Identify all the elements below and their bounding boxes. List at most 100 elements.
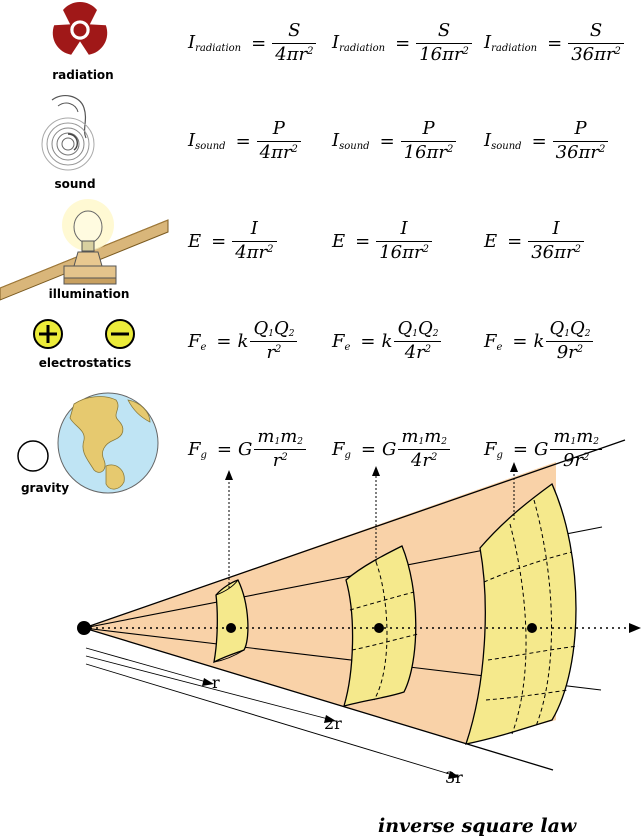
distance-label-r: r [212,673,220,692]
distance-arrow-3r [85,663,460,779]
equation-lhs: Isound [188,130,226,153]
denominator: r2 [272,450,288,472]
row-label-sound: sound [54,177,96,191]
numerator: Q1Q2 [397,318,439,339]
numerator: P [272,118,285,139]
equation-fraction: m1m2 4r2 [398,426,451,472]
numerator: Q1Q2 [253,318,295,339]
equation-lhs: Iradiation [332,32,386,55]
denominator: 16πr2 [403,141,454,163]
equation-constant: G [382,439,397,461]
equation-lhs: Isound [332,130,370,153]
numerator: I [400,218,408,239]
numerator: S [288,20,301,41]
charge-plus-minus-icon [33,319,135,349]
numerator: I [250,218,258,239]
distance-arrow-2r [85,655,336,723]
equation-lhs: Fe [484,330,503,353]
denominator: 4πr2 [259,141,298,163]
equation-constant: k [533,331,545,353]
numerator: Q1Q2 [549,318,591,339]
equation-constant: k [381,331,393,353]
numerator: I [552,218,560,239]
surface-r [213,579,249,664]
row-label-radiation: radiation [52,68,114,82]
numerator: P [422,118,435,139]
earth-globe-icon [57,392,159,494]
source-point [77,621,91,635]
ear-sound-waves-icon [41,94,95,171]
row-label-gravity: gravity [20,481,70,495]
moon-circle-icon [17,440,49,472]
equation-lhs: E [484,230,498,252]
denominator: 4πr2 [235,241,274,263]
denominator: 9r2 [556,342,584,364]
equation-lhs: Fe [332,330,351,353]
distance-label-3r: 3r [445,768,463,787]
surface-3r [465,483,579,745]
equation-constant: k [237,331,249,353]
denominator: 4πr2 [275,43,314,65]
numerator: P [574,118,587,139]
denominator: 36πr2 [571,43,621,65]
normal-arrow-r [225,470,233,588]
axis-arrowhead [629,623,641,633]
equation-fraction: Q1Q2 9r2 [546,318,594,364]
numerator: S [437,20,451,41]
denominator: r2 [266,342,282,364]
equation-lhs: E [332,230,346,252]
equation-fraction: m1m2 r2 [254,426,307,472]
distance-label-2r: 2r [324,714,342,733]
normal-arrow-3r [510,462,518,520]
numerator: S [589,20,603,41]
denominator: 36πr2 [531,241,581,263]
equation-fraction: Q1Q2 r2 [250,318,298,364]
equation-lhs: Fg [188,438,207,461]
equation-constant: G [534,439,549,461]
equation-lhs: E [188,230,202,252]
equation-lhs: Fe [188,330,207,353]
denominator: 16πr2 [379,241,429,263]
equation-constant: G [238,439,253,461]
numerator: m1m2 [401,426,448,447]
diagram-title: inverse square law [378,815,577,837]
distance-arrow-r [85,647,214,686]
numerator: m1m2 [257,426,304,447]
row-label-electrostatics: electrostatics [38,356,132,370]
equation-lhs: Isound [484,130,522,153]
radiation-trefoil-icon [52,1,108,55]
denominator: 16πr2 [419,43,469,65]
normal-arrow-2r [372,466,380,562]
center-dot-2r [374,623,384,633]
denominator: 36πr2 [555,141,606,163]
center-dot-3r [527,623,537,633]
cone-region [84,462,556,744]
numerator: m1m2 [553,426,600,447]
equation-lhs: Iradiation [484,32,538,55]
row-label-illumination: illumination [48,287,130,301]
denominator: 4r2 [410,450,438,472]
cone-edge-bottom [83,627,554,771]
